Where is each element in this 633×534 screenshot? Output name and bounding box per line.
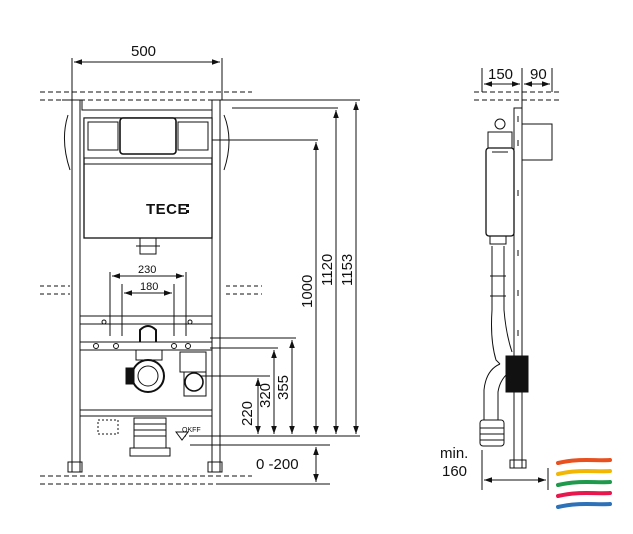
right-upright [211, 99, 221, 473]
rail-bolts [93, 319, 193, 349]
brand-label: TECE [146, 201, 188, 218]
wall-hatch [40, 285, 262, 295]
cistern [83, 117, 213, 255]
logo-stripe [556, 491, 612, 498]
left-upright [71, 99, 81, 473]
spacing-230-label: 230 [138, 264, 156, 276]
min-label: min. [440, 445, 468, 462]
min-value-label: 160 [442, 463, 467, 480]
height-220-label: 220 [239, 401, 256, 426]
side-cistern [485, 118, 515, 245]
height-1000-label: 1000 [299, 275, 316, 308]
floor-hatch [40, 475, 252, 485]
floor-adjust-label: 0 -200 [256, 456, 299, 473]
logo-stripe [556, 502, 612, 509]
front-view: TECE [40, 58, 360, 485]
logo-stripe [556, 480, 612, 487]
bottom-drain [97, 417, 171, 457]
height-355-label: 355 [275, 375, 292, 400]
logo-stripe [556, 469, 612, 476]
side-drain [479, 355, 529, 447]
height-1153-label: 1153 [339, 254, 356, 286]
side-view [474, 68, 560, 490]
drain-connector [125, 349, 207, 397]
width-label: 500 [131, 43, 156, 60]
height-1120-label: 1120 [319, 254, 336, 286]
wall-bracket [521, 123, 553, 161]
depth-150-label: 150 [488, 66, 513, 83]
brand-dots [186, 204, 189, 213]
floor-okff-label: OKFF [182, 427, 201, 434]
side-flush-pipe [491, 246, 513, 365]
spacing-180-label: 180 [140, 281, 158, 293]
side-upright [513, 107, 523, 469]
depth-90-label: 90 [530, 66, 547, 83]
brand-logo-stripes [556, 458, 612, 509]
height-320-label: 320 [257, 383, 274, 408]
logo-stripe [556, 458, 612, 465]
